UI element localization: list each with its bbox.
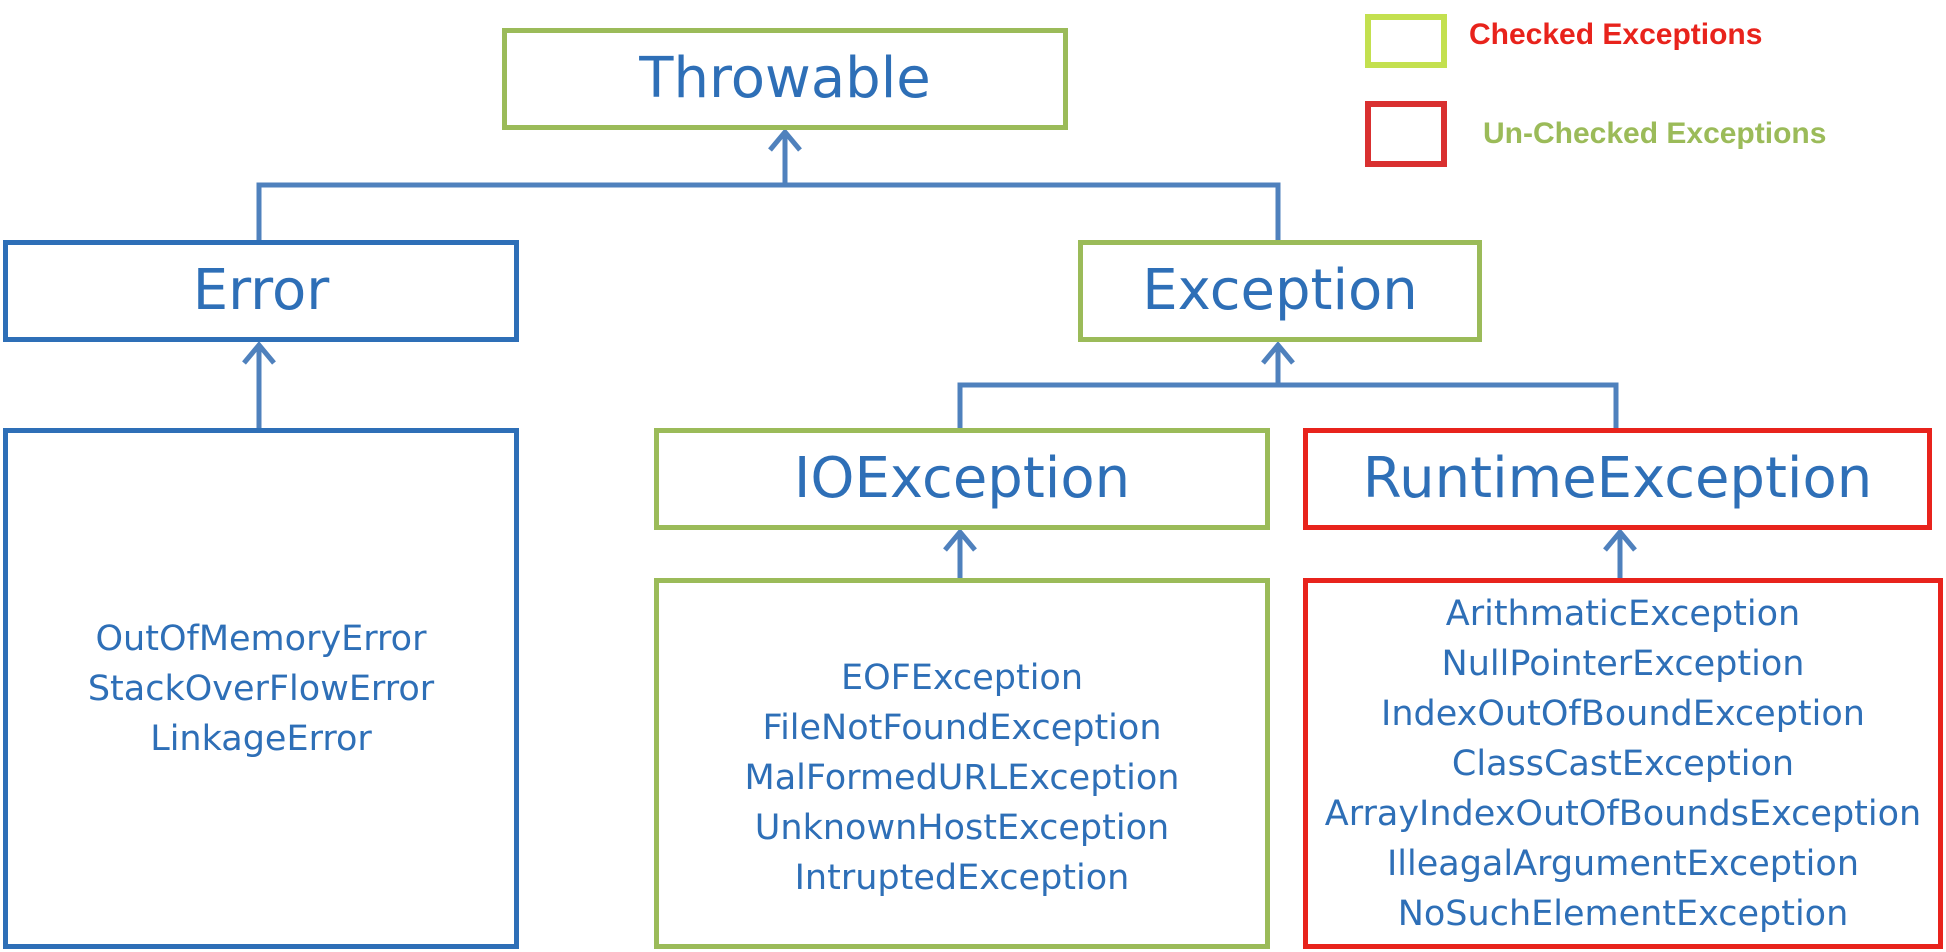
list-item: IntruptedException [794,857,1130,898]
exception-label: Exception [1142,258,1418,323]
legend-checked-label: Checked Exceptions [1469,18,1763,51]
legend-unchecked-swatch [1365,101,1447,167]
ioexception-list-box: EOFException FileNotFoundException MalFo… [654,578,1270,949]
connector-throwable [256,182,1281,240]
list-item: MalFormedURLException [744,757,1180,798]
list-item: IndexOutOfBoundException [1381,693,1865,734]
list-item: EOFException [840,657,1084,698]
runtimeexception-label: RuntimeException [1362,446,1873,511]
list-item: IlleagalArgumentException [1386,843,1860,884]
list-item: OutOfMemoryError [95,618,427,659]
legend-unchecked-label: Un-Checked Exceptions [1483,117,1827,150]
error-label: Error [192,258,330,323]
exception-box: Exception [1078,240,1482,342]
ioexception-box: IOException [654,428,1270,530]
throwable-box: Throwable [502,28,1068,130]
ioexception-list: EOFException FileNotFoundException MalFo… [745,625,1180,903]
runtimeexception-list-box: ArithmaticException NullPointerException… [1303,578,1943,949]
list-item: FileNotFoundException [762,707,1162,748]
list-item: NoSuchElementException [1397,893,1849,934]
runtimeexception-box: RuntimeException [1303,428,1932,530]
throwable-label: Throwable [639,46,931,111]
ioexception-label: IOException [793,446,1131,511]
error-list-box: OutOfMemoryError StackOverFlowError Link… [3,428,519,949]
legend-checked-swatch [1365,14,1447,68]
connector-exception [957,382,1619,428]
list-item: ArrayIndexOutOfBoundsException [1324,793,1922,834]
list-item: NullPointerException [1441,643,1805,684]
list-item: ClassCastException [1451,743,1795,784]
list-item: ArithmaticException [1445,593,1801,634]
runtimeexception-list: ArithmaticException NullPointerException… [1325,589,1921,939]
list-item: StackOverFlowError [87,668,435,709]
list-item: LinkageError [150,718,372,759]
error-list: OutOfMemoryError StackOverFlowError Link… [88,614,434,764]
error-box: Error [3,240,519,342]
list-item: UnknownHostException [754,807,1170,848]
